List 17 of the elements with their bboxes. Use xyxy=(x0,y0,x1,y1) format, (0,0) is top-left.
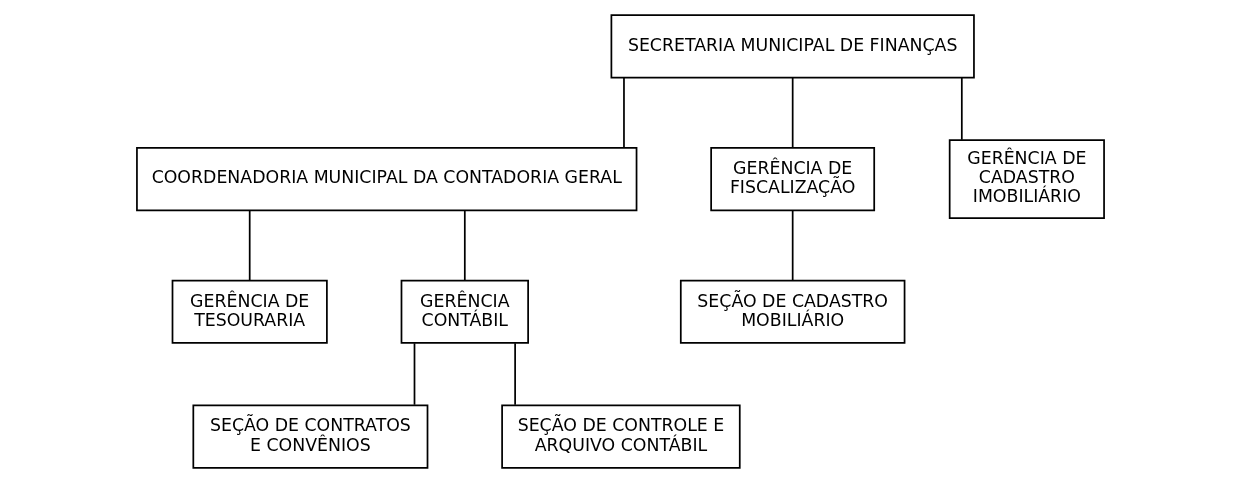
connector xyxy=(413,342,415,406)
connector xyxy=(513,342,516,406)
node-box: COORDENADORIA MUNICIPAL DA CONTADORIA GERAL xyxy=(135,146,637,212)
node-box: GERÊNCIA DE CADASTRO IMOBILIÁRIO xyxy=(948,139,1105,219)
node-box: GERÊNCIA CONTÁBIL xyxy=(400,279,529,344)
node-box: GERÊNCIA DE FISCALIZAÇÃO xyxy=(709,146,875,212)
connector xyxy=(248,209,251,281)
connector xyxy=(960,76,963,141)
node-box: GERÊNCIA DE TESOURARIA xyxy=(171,279,328,344)
connector xyxy=(463,209,466,281)
node-box: SEÇÃO DE CONTRATOS E CONVÊNIOS xyxy=(191,404,428,469)
connector xyxy=(622,76,625,149)
node-box: SEÇÃO DE CADASTRO MOBILIÁRIO xyxy=(679,279,905,344)
connector xyxy=(791,209,794,281)
node-box: SEÇÃO DE CONTROLE E ARQUIVO CONTÁBIL xyxy=(500,404,741,469)
node-box: SECRETARIA MUNICIPAL DE FINANÇAS xyxy=(610,14,975,79)
connector xyxy=(791,76,794,149)
